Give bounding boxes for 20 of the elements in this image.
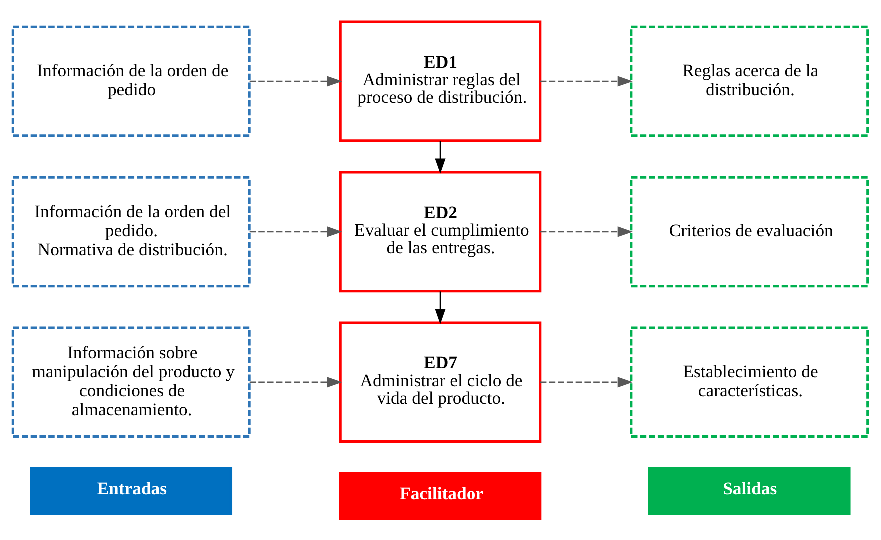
arrow — [250, 376, 342, 388]
node-box: Facilitador — [339, 472, 542, 520]
arrow — [540, 76, 634, 86]
arrow — [435, 291, 446, 324]
node-box: Información de la orden del pedido. Normativa de distribución. — [12, 176, 251, 288]
node-box: ED7 Administrar el ciclo de vida del producto. — [339, 321, 542, 443]
node-box: Información sobre manipulación del producto y condiciones de almacenamiento. — [12, 326, 251, 438]
arrow — [250, 76, 342, 86]
arrow — [540, 376, 634, 388]
node-box: ED1 Administrar reglas del proceso de distribución. — [339, 20, 542, 142]
node-box: ED2 Evaluar el cumplimiento de las entregas. — [339, 170, 542, 292]
arrow — [250, 226, 342, 237]
node-box: Información de la orden de pedido — [12, 25, 251, 137]
node-box: Salidas — [648, 466, 851, 515]
arrow — [435, 140, 446, 174]
arrow — [540, 226, 634, 237]
node-box: Criterios de evaluación — [630, 176, 870, 288]
node-box: Entradas — [30, 466, 233, 515]
node-box: Establecimiento de características. — [630, 326, 870, 438]
node-box: Reglas acerca de la distribución. — [630, 25, 870, 137]
